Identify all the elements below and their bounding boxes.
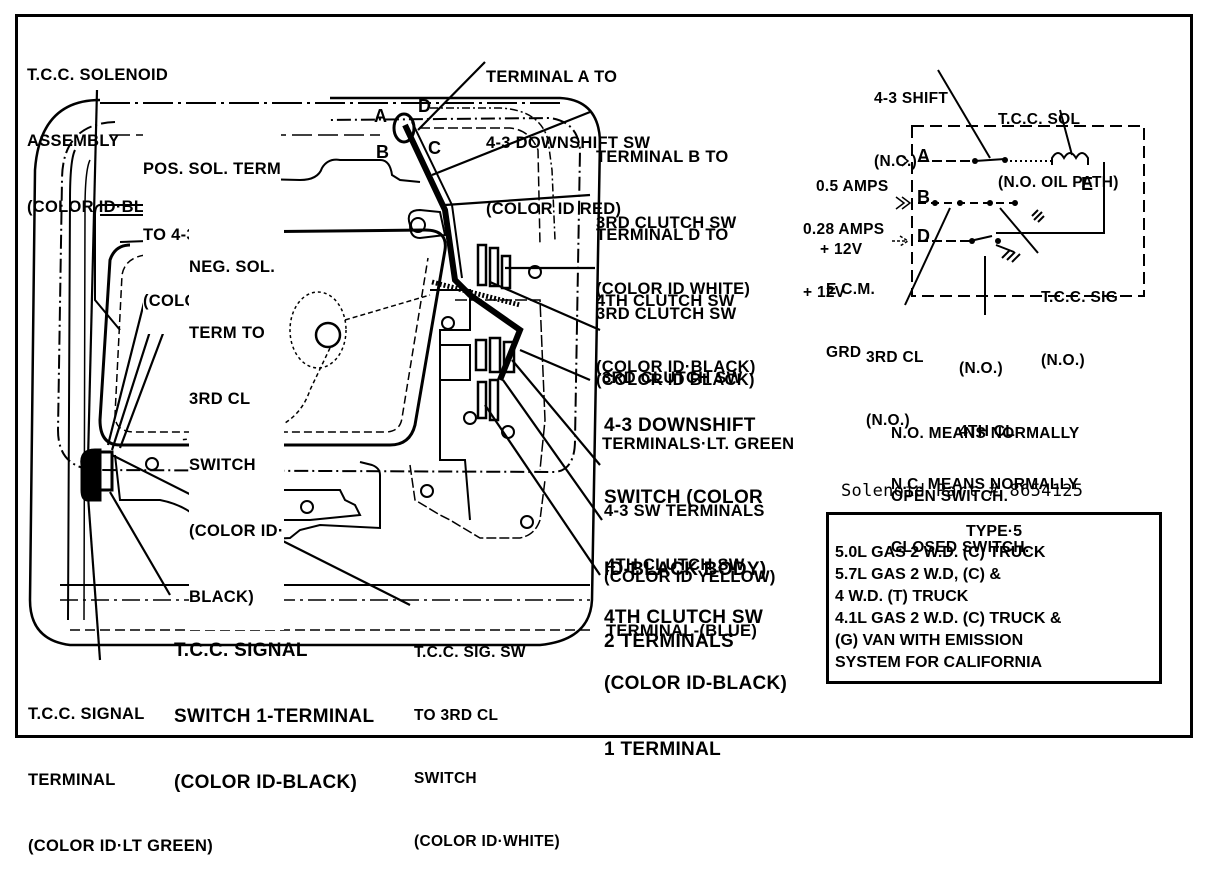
valve-body-right	[430, 289, 471, 521]
schematic-label-3rd-cl: 3RD CL (N.O.)	[866, 349, 924, 429]
schematic-input-a: 0.5 AMPS + 12V	[816, 178, 889, 258]
label-tcc-signal-terminal: T.C.C. SIGNAL TERMINAL (COLOR ID·LT GREE…	[28, 705, 214, 855]
type-box-row: 4 W.D. (T) TRUCK	[835, 588, 969, 605]
leader-3rd-cl	[904, 207, 951, 306]
bolt-hole	[420, 484, 434, 498]
leader-term-a	[417, 61, 486, 131]
ground-1	[1031, 209, 1045, 223]
lower-plate	[114, 454, 381, 542]
leader-downshift	[519, 348, 591, 382]
schematic-pin-a: A	[917, 146, 930, 166]
case-outline-inner	[56, 116, 582, 474]
leader-tcc-sol	[1059, 109, 1073, 156]
bolt-hole	[520, 515, 534, 529]
leader-3rd-terminals	[489, 280, 601, 332]
upper-plate-notch	[219, 158, 421, 183]
leader-tcc-signal-terminal	[86, 495, 102, 661]
leader-term-d	[444, 193, 591, 207]
pickup-ring	[314, 321, 342, 349]
vehicle-type-box: TYPE·5 5.0L GAS 2 W.D. (C) TRUCK 5.7L GA…	[826, 512, 1162, 684]
label-downshift-switch: 4-3 DOWNSHIFT SWITCH (COLOR ID-BLACK BOD…	[604, 415, 767, 652]
valve-body-block	[439, 344, 471, 381]
label-terminal-a: TERMINAL A TO 4-3 DOWNSHIFT SW (COLOR ID…	[486, 68, 651, 218]
schematic-nodes	[932, 157, 1018, 244]
pickup-dashed	[344, 294, 431, 321]
filter-outline	[98, 228, 447, 447]
valve-body-right-2	[455, 299, 546, 471]
schematic-pin-e: E	[1081, 174, 1094, 194]
connector-letter-c: C	[428, 138, 441, 158]
bolt-hole	[463, 411, 477, 425]
type-box-row: 4.1L GAS 2 W.D. (C) TRUCK &	[835, 610, 1062, 627]
leader-4th-sw	[484, 404, 601, 576]
diagram-frame	[15, 14, 1193, 738]
label-tcc-sig-sw-to-3rd: T.C.C. SIG. SW TO 3RD CL SWITCH (COLOR I…	[414, 644, 560, 850]
downshift-switch	[474, 336, 516, 374]
schematic-pin-b: B	[917, 187, 930, 207]
connector-letter-a: A	[374, 106, 387, 126]
label-terminal-d: TERMINAL D TO 4TH CLUTCH SW (COLOR ID·BL…	[596, 226, 756, 376]
bolt-hole	[441, 316, 455, 330]
connector-letter-b: B	[376, 142, 389, 162]
label-4th-clutch-sw: 4TH CLUTCH SW (COLOR ID-BLACK) 1 TERMINA…	[604, 607, 788, 760]
case-outline-outer	[28, 96, 602, 647]
type-box-row: SYSTEM FOR CALIFORNIA	[835, 654, 1043, 671]
leader-tcc-signal-switch	[109, 491, 171, 596]
label-3rd-clutch-terminals: 3RD CLUTCH SW TERMINALS·LT. GREEN	[602, 369, 795, 453]
leader-4th-terminal	[502, 379, 603, 521]
bolt-hole	[528, 265, 542, 279]
fourth-clutch-switch	[476, 378, 500, 422]
type-box-row: 5.0L GAS 2 W.D. (C) TRUCK	[835, 544, 1046, 561]
note-normally-closed: N.C. MEANS NORMALLY CLOSED SWITCH.	[891, 476, 1079, 556]
case-arc-2	[420, 127, 541, 246]
leader-43-terminals	[511, 359, 601, 466]
case-arc	[430, 107, 556, 241]
type-box-row: 5.7L GAS 2 W.D, (C) &	[835, 566, 1001, 583]
label-3rd-clutch-sw: 3RD CLUTCH SW (COLOR ID BLACK)	[596, 305, 755, 389]
leader-tcc-sig	[999, 207, 1039, 254]
case-left-wall	[67, 149, 76, 621]
case-left-wall-2	[83, 159, 91, 621]
schematic-input-b: 0.28 AMPS + 12V	[803, 221, 885, 301]
schematic-pin-d: D	[917, 226, 930, 246]
schematic-label-43-shift: 4-3 SHIFT (N.C.)	[874, 90, 949, 170]
leader-term-b	[431, 110, 591, 177]
type-box-row: (G) VAN WITH EMISSION	[835, 632, 1024, 649]
input-arrows	[892, 155, 912, 247]
connector-lug	[407, 208, 447, 240]
solenoid-part-number: Solenoid Part # 8654125	[841, 481, 1084, 501]
lower-right-plate	[409, 464, 546, 539]
type-box-title: TYPE·5	[965, 523, 1022, 540]
harness	[402, 123, 524, 382]
line-e	[996, 162, 1105, 234]
label-4th-clutch-terminal: 4TH CLUTCH SW TERMINAL-(BLUE)	[606, 556, 758, 640]
note-normally-open: N.O. MEANS NORMALLY OPEN SWITCH.	[891, 425, 1080, 505]
filter-outline-inner	[114, 254, 429, 433]
third-clutch-switch	[476, 243, 512, 290]
leader-tcc-solenoid	[86, 89, 99, 461]
label-tcc-solenoid-assembly: T.C.C. SOLENOID ASSEMBLY (COLOR ID·BLUE)	[27, 66, 174, 216]
ground-2	[995, 244, 1021, 263]
solenoid-connector	[392, 112, 416, 144]
connector-letter-d: D	[418, 96, 431, 116]
schematic-label-tcc-sol: T.C.C. SOL (N.O. OIL PATH)	[998, 111, 1119, 191]
label-neg-sol-term: NEG. SOL. TERM TO 3RD CL SWITCH (COLOR I…	[189, 212, 284, 630]
label-terminal-b: TERMINAL B TO 3RD CLUTCH SW (COLOR ID WH…	[596, 148, 751, 298]
harness-3	[431, 279, 521, 308]
switch-43	[974, 158, 1006, 162]
bolt-hole	[300, 500, 314, 514]
tcc-signal-switch	[80, 448, 114, 502]
label-43-sw-terminals: 4-3 SW TERMINALS (COLOR ID YELLOW)	[604, 502, 776, 586]
bolt-hole	[145, 457, 159, 471]
pickup-oval	[289, 291, 347, 369]
schematic-label-tcc-sig: T.C.C. SIG (N.O.)	[1041, 289, 1119, 369]
leader-43-shift	[937, 69, 991, 159]
schematic-input-d: E C.M. GRD	[826, 281, 876, 361]
schematic-boundary	[911, 125, 1145, 297]
solenoid-coil	[1051, 152, 1089, 165]
schematic-label-4th-cl: (N.O.) 4TH CL	[959, 360, 1016, 440]
